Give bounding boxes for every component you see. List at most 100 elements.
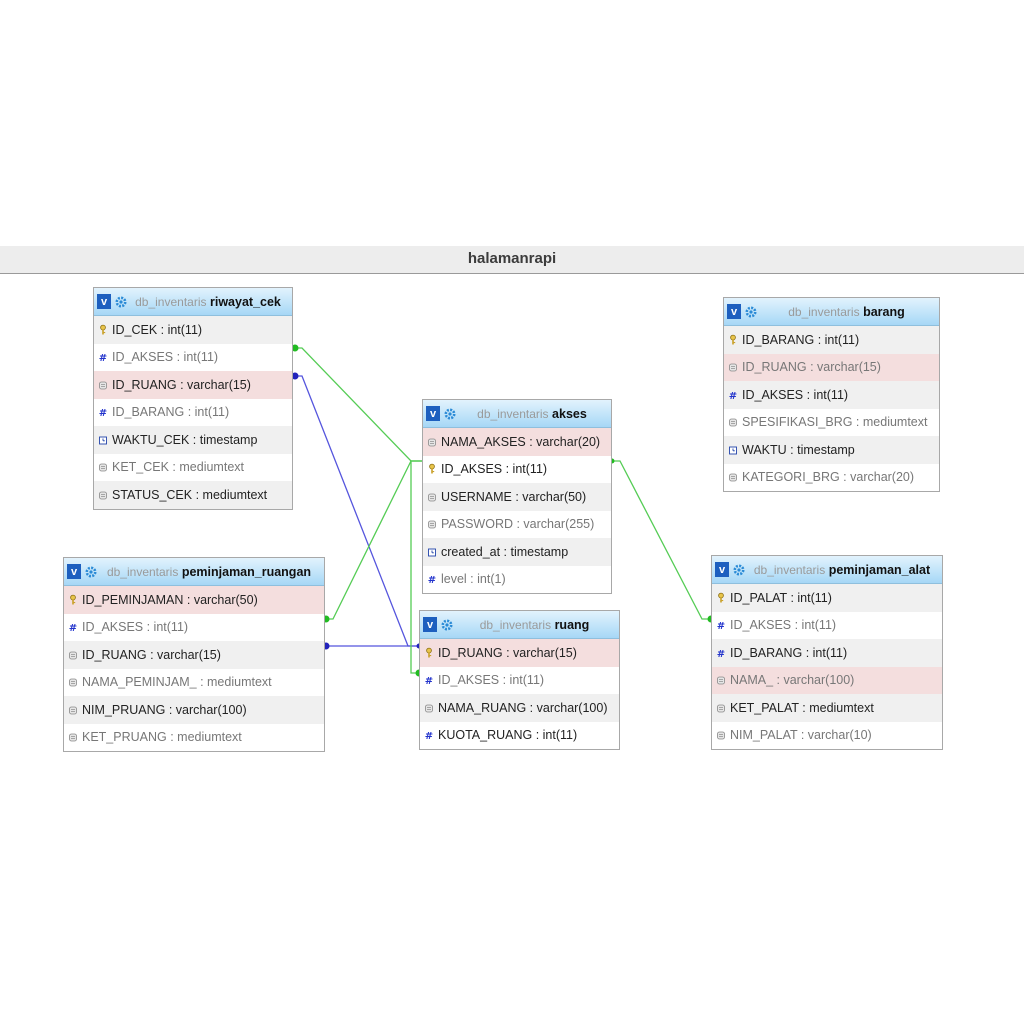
table-header[interactable]: v db_inventaris peminjaman_ruangan [64,558,324,586]
table-header[interactable]: v db_inventaris ruang [420,611,619,639]
table-name: akses [552,406,587,421]
text-icon [98,489,108,501]
column-list: NAMA_AKSES : varchar(20)ID_AKSES : int(1… [423,428,611,593]
column-row[interactable]: #level : int(1) [423,565,611,593]
hash-icon: # [716,619,726,632]
key-icon [68,594,78,606]
column-row[interactable]: ID_CEK : int(11) [94,316,292,344]
text-icon [716,674,726,686]
column-row[interactable]: ID_RUANG : varchar(15) [420,639,619,667]
column-row[interactable]: NAMA_AKSES : varchar(20) [423,428,611,456]
key-icon [98,324,108,336]
column-label: ID_AKSES : int(11) [438,673,545,688]
column-label: NAMA_ : varchar(100) [730,673,855,688]
column-label: ID_BARANG : int(11) [730,645,848,660]
column-row[interactable]: ID_RUANG : varchar(15) [724,353,939,381]
gear-icon[interactable] [444,408,456,420]
column-row[interactable]: #ID_AKSES : int(11) [94,343,292,371]
column-row[interactable]: NIM_PRUANG : varchar(100) [64,696,324,724]
relation-end [291,344,299,352]
table-name: ruang [554,617,590,632]
text-icon [98,379,108,391]
column-row[interactable]: NAMA_ : varchar(100) [712,666,942,694]
table-peminjaman-alat[interactable]: v db_inventaris peminjaman_alat ID_PALAT… [711,555,943,750]
column-row[interactable]: #ID_AKSES : int(11) [420,666,619,694]
column-label: ID_RUANG : varchar(15) [82,647,221,662]
column-row[interactable]: #KUOTA_RUANG : int(11) [420,721,619,749]
gear-icon[interactable] [733,564,745,576]
column-row[interactable]: STATUS_CEK : mediumtext [94,481,292,509]
column-row[interactable]: KATEGORI_BRG : varchar(20) [724,463,939,491]
column-list: ID_PEMINJAMAN : varchar(50)#ID_AKSES : i… [64,586,324,751]
text-icon [68,676,78,688]
relation-line [326,460,422,620]
table-peminjaman-ruangan[interactable]: v db_inventaris peminjaman_ruangan ID_PE… [63,557,325,752]
column-row[interactable]: SPESIFIKASI_BRG : mediumtext [724,408,939,436]
column-row[interactable]: KET_PRUANG : mediumtext [64,723,324,751]
column-row[interactable]: created_at : timestamp [423,538,611,566]
text-icon [427,491,437,503]
column-row[interactable]: ID_RUANG : varchar(15) [94,371,292,399]
table-ruang[interactable]: v db_inventaris ruang ID_RUANG : varchar… [419,610,620,750]
text-icon [427,518,437,530]
column-label: STATUS_CEK : mediumtext [112,487,268,502]
gear-icon[interactable] [115,296,127,308]
table-header[interactable]: v db_inventaris riwayat_cek [94,288,292,316]
column-label: KET_PRUANG : mediumtext [82,730,242,745]
svg-text:#: # [425,731,433,741]
column-row[interactable]: NIM_PALAT : varchar(10) [712,721,942,749]
gear-icon[interactable] [441,619,453,631]
table-name: barang [863,304,905,319]
database-name: db_inventaris [479,617,552,632]
svg-text:#: # [99,353,107,363]
table-name: peminjaman_ruangan [181,564,312,579]
hash-icon: # [716,647,726,660]
database-name: db_inventaris [106,564,179,579]
hash-icon: # [427,573,437,586]
column-row[interactable]: WAKTU_CEK : timestamp [94,426,292,454]
toggle-v-icon[interactable]: v [426,406,440,421]
toggle-v-icon[interactable]: v [67,564,81,579]
column-row[interactable]: NAMA_RUANG : varchar(100) [420,694,619,722]
column-label: ID_BARANG : int(11) [112,405,230,420]
text-icon [68,704,78,716]
column-row[interactable]: ID_AKSES : int(11) [423,455,611,483]
column-row[interactable]: KET_CEK : mediumtext [94,453,292,481]
gear-icon[interactable] [85,566,97,578]
column-list: ID_CEK : int(11)#ID_AKSES : int(11)ID_RU… [94,316,292,509]
column-row[interactable]: WAKTU : timestamp [724,436,939,464]
table-akses[interactable]: v db_inventaris akses NAMA_AKSES : varch… [422,399,612,594]
table-name: riwayat_cek [209,294,281,309]
toggle-v-icon[interactable]: v [727,304,741,319]
toggle-v-icon[interactable]: v [423,617,437,632]
column-row[interactable]: #ID_AKSES : int(11) [64,613,324,641]
column-row[interactable]: ID_PALAT : int(11) [712,584,942,612]
column-row[interactable]: #ID_BARANG : int(11) [94,398,292,426]
table-header[interactable]: v db_inventaris akses [423,400,611,428]
text-icon [728,416,738,428]
text-icon [716,729,726,741]
column-row[interactable]: # ID_BARANG : int(11) [712,639,942,667]
column-label: ID_PALAT : int(11) [730,590,832,605]
relation-end [291,372,299,380]
column-row[interactable]: ID_BARANG : int(11) [724,326,939,354]
table-header[interactable]: v db_inventaris peminjaman_alat [712,556,942,584]
gear-icon[interactable] [745,306,757,318]
column-row[interactable]: NAMA_PEMINJAM_ : mediumtext [64,668,324,696]
table-header[interactable]: v db_inventaris barang [724,298,939,326]
column-row[interactable]: PASSWORD : varchar(255) [423,510,611,538]
text-icon [98,461,108,473]
column-row[interactable]: #ID_AKSES : int(11) [724,381,939,409]
column-row[interactable]: ID_PEMINJAMAN : varchar(50) [64,586,324,614]
column-row[interactable]: USERNAME : varchar(50) [423,483,611,511]
table-barang[interactable]: v db_inventaris barang ID_BARANG : int(1… [723,297,940,492]
column-row[interactable]: KET_PALAT : mediumtext [712,694,942,722]
toggle-v-icon[interactable]: v [715,562,729,577]
svg-text:#: # [729,391,737,401]
column-row[interactable]: ID_RUANG : varchar(15) [64,641,324,669]
column-row[interactable]: #ID_AKSES : int(11) [712,611,942,639]
toggle-v-icon[interactable]: v [97,294,111,309]
table-riwayat-cek[interactable]: v db_inventaris riwayat_cek ID_CEK : int… [93,287,293,510]
column-label: WAKTU : timestamp [742,442,855,457]
database-name: db_inventaris [753,562,826,577]
